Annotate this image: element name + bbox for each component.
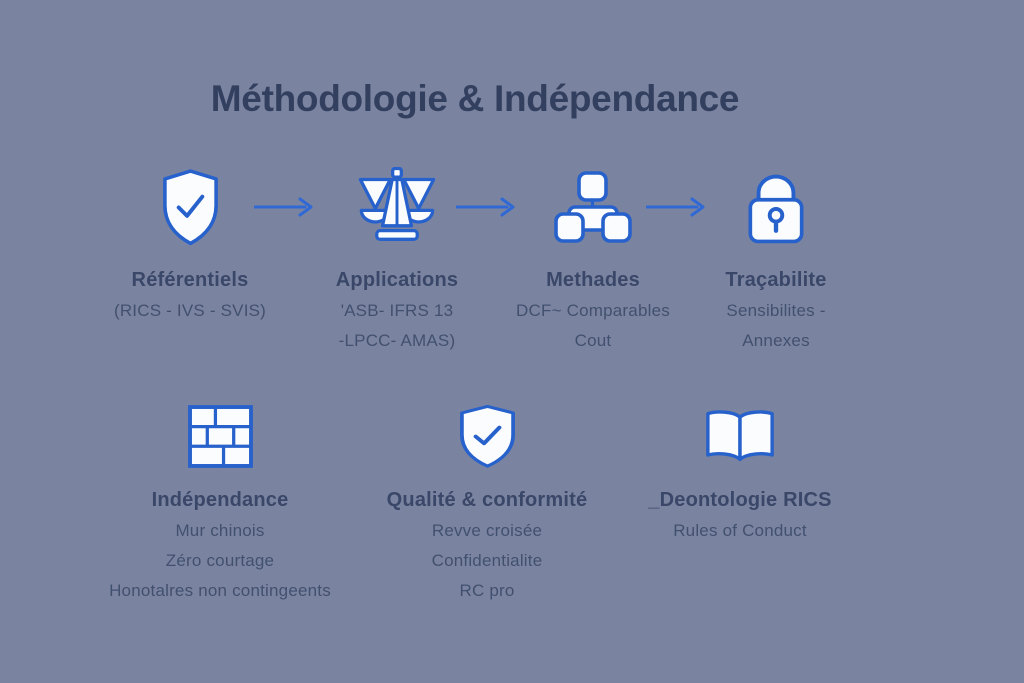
scales-icon xyxy=(287,166,507,248)
step-label: Référentiels xyxy=(131,269,249,291)
step-detail: (RICS - IVS - SVIS) xyxy=(113,301,267,320)
principle-detail: Zéro courtage xyxy=(165,551,275,570)
principle-detail: Confidentialite xyxy=(431,551,543,570)
flow-step-referentiels: Référentiels (RICS - IVS - SVIS) xyxy=(80,166,300,322)
shield-check-icon xyxy=(337,403,637,469)
flow-step-tracabilite: Traçabilite Sensibilites - Annexes xyxy=(666,166,886,352)
lock-icon xyxy=(666,166,886,248)
principle-label: Indépendance xyxy=(151,489,289,511)
step-detail: -LPCC- AMAS) xyxy=(338,331,456,350)
open-book-icon xyxy=(590,403,890,469)
step-detail: Cout xyxy=(574,331,612,350)
principle-detail: Mur chinois xyxy=(175,521,265,540)
step-detail: DCF~ Comparables xyxy=(516,301,670,320)
page-title: Méthodologie & Indépendance xyxy=(210,78,740,119)
step-label: Methades xyxy=(546,269,640,291)
step-detail: Sensibilites - xyxy=(726,301,826,320)
step-detail: Annexes xyxy=(742,331,810,350)
step-detail: 'ASB- IFRS 13 xyxy=(340,301,454,320)
flow-step-applications: Applications 'ASB- IFRS 13 -LPCC- AMAS) xyxy=(287,166,507,352)
hierarchy-icon xyxy=(483,166,703,248)
arrow-right-icon xyxy=(253,196,316,223)
principle-detail: Honotalres non contingeents xyxy=(109,581,331,600)
principle-independance: Indépendance Mur chinois Zéro courtage H… xyxy=(70,403,370,602)
principle-label: Qualité & conformité xyxy=(386,489,588,511)
principle-detail: Revve croisée xyxy=(431,521,543,540)
brick-wall-icon xyxy=(70,403,370,469)
principle-qualite: Qualité & conformité Revve croisée Confi… xyxy=(337,403,637,602)
principle-detail: RC pro xyxy=(459,581,515,600)
shield-check-icon xyxy=(80,166,300,248)
principle-deontologie: _Deontologie RICS Rules of Conduct xyxy=(590,403,890,542)
principle-detail: Rules of Conduct xyxy=(673,521,807,540)
step-label: Traçabilite xyxy=(725,269,827,291)
arrow-right-icon xyxy=(455,196,518,223)
step-label: Applications xyxy=(335,269,459,291)
principle-label: _Deontologie RICS xyxy=(648,489,832,511)
flow-step-methodes: Methades DCF~ Comparables Cout xyxy=(483,166,703,352)
arrow-right-icon xyxy=(645,196,708,223)
